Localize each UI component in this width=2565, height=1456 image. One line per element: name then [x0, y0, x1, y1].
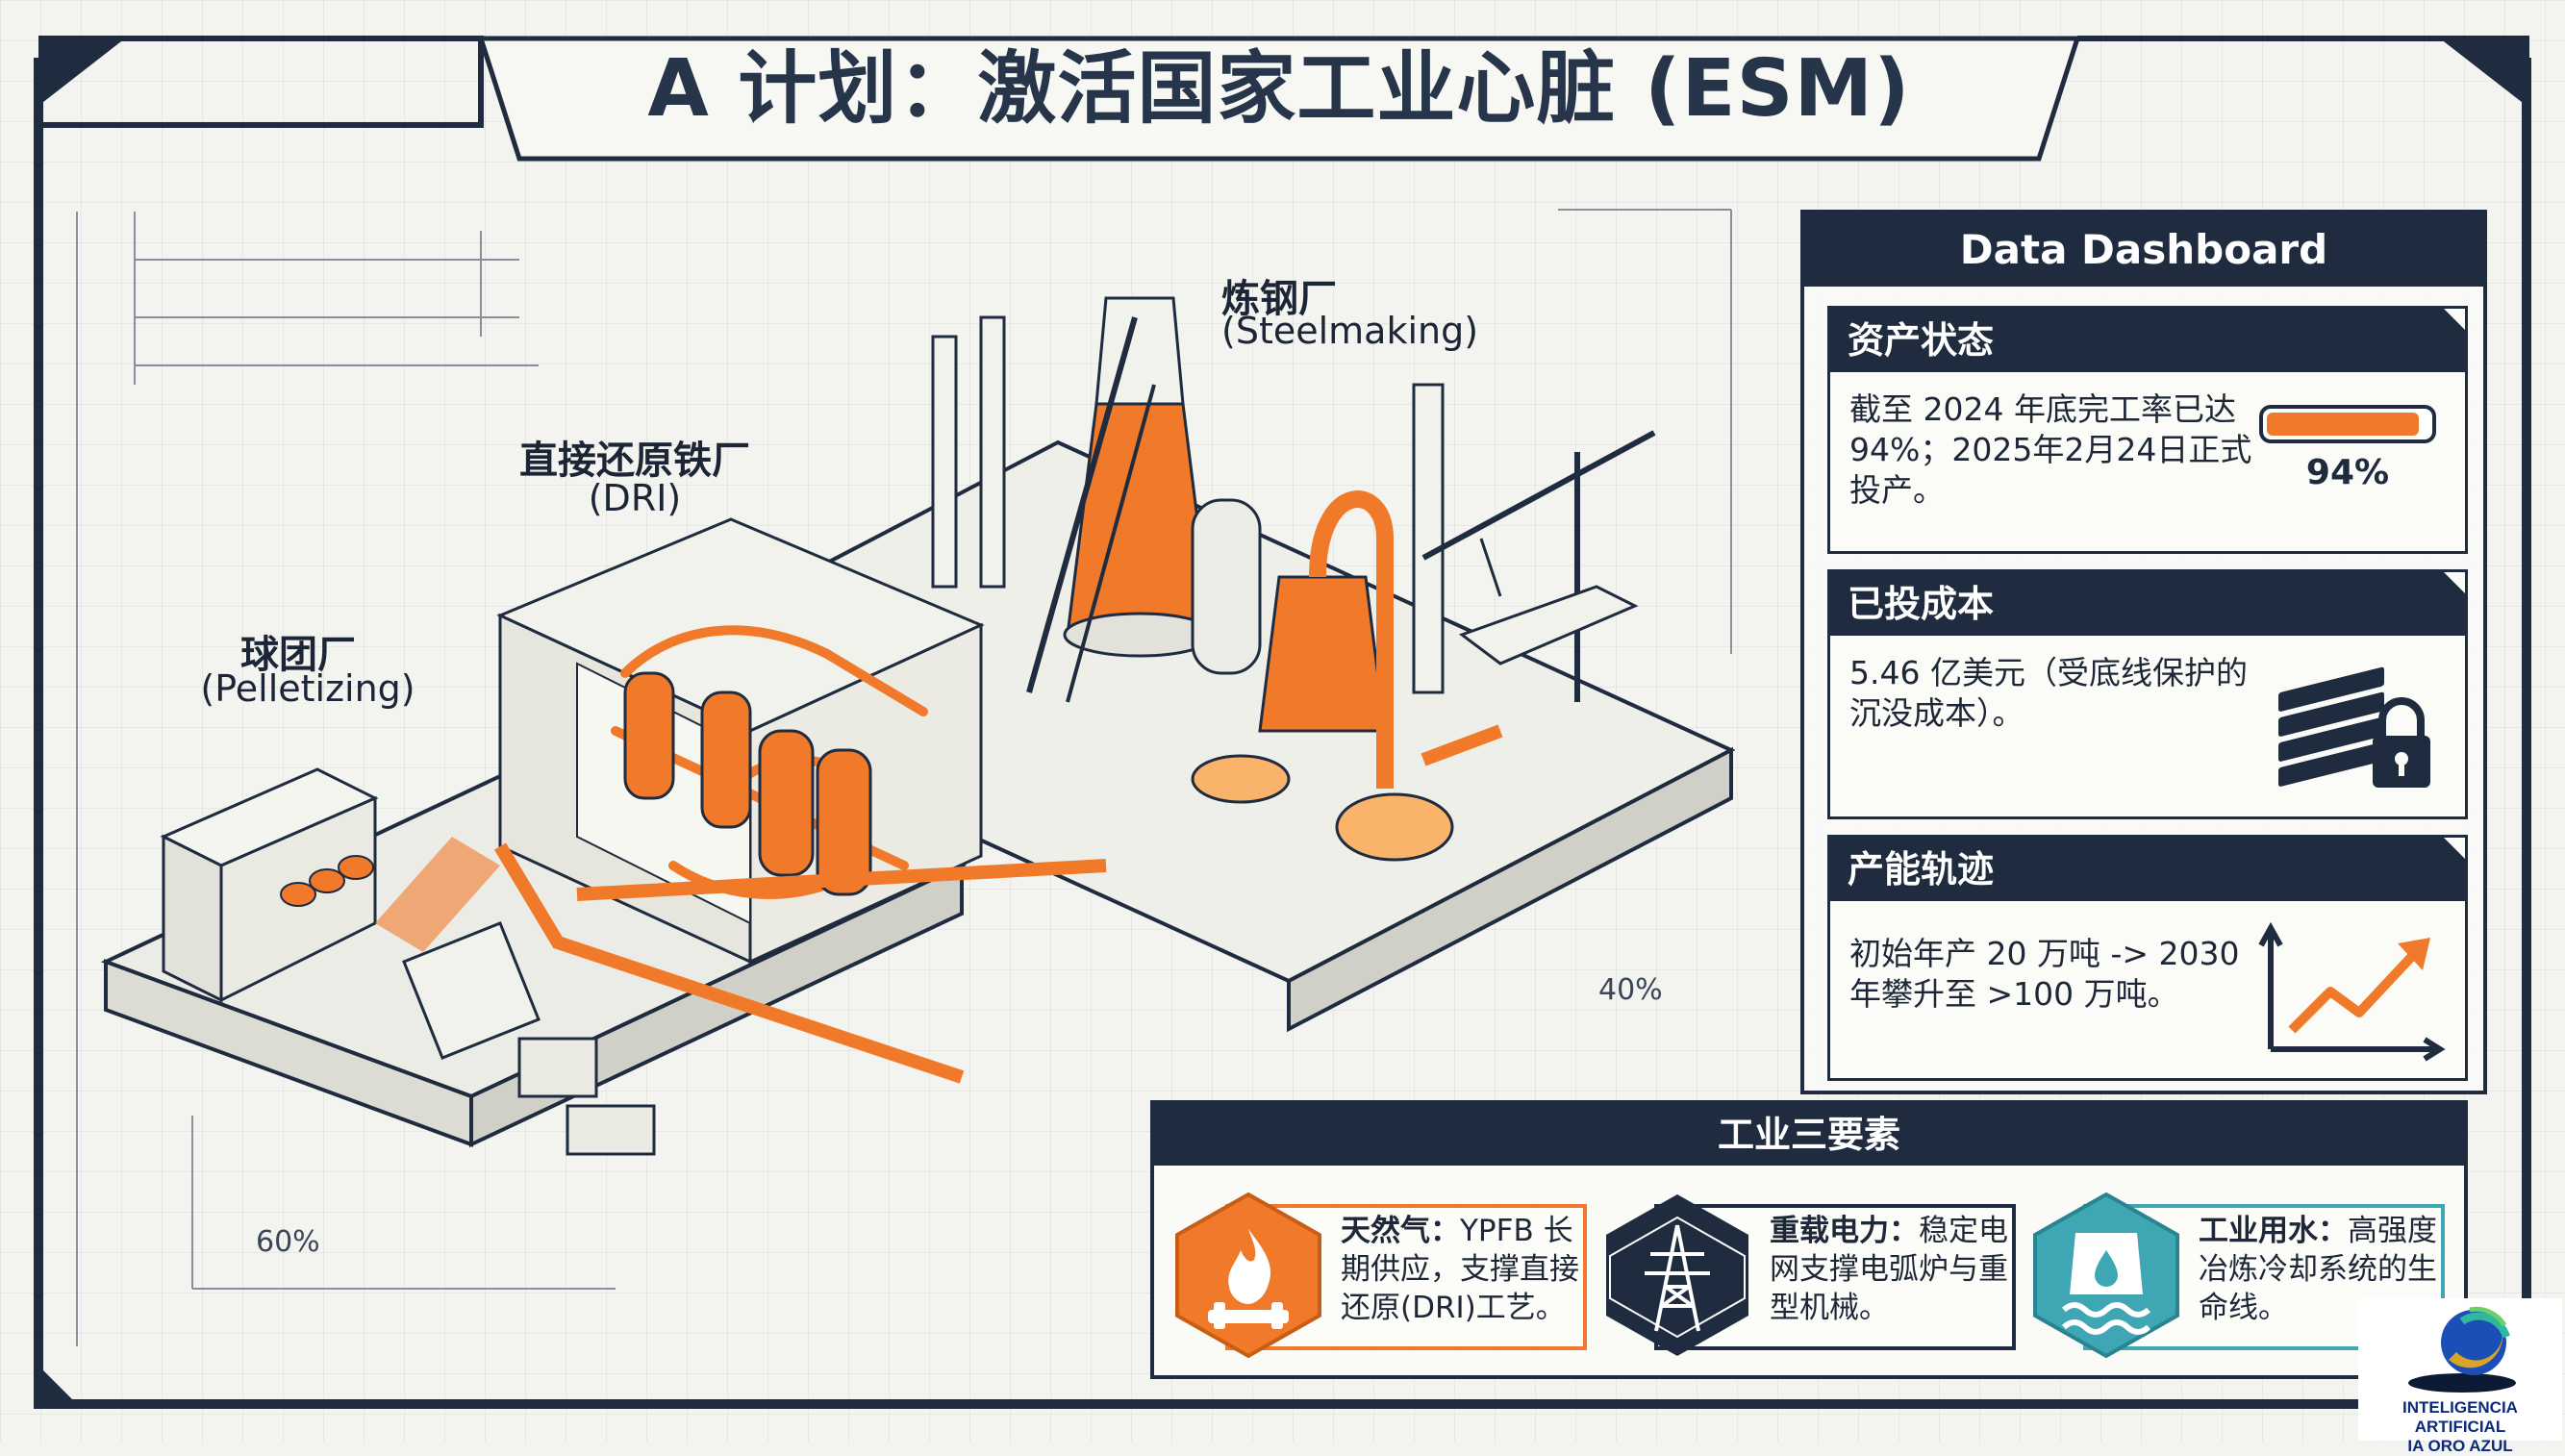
dashboard-title: Data Dashboard [1804, 213, 2483, 287]
steelmaking-plant [931, 296, 1656, 862]
capacity-trajectory-card: 产能轨迹 初始年产 20 万吨 -> 2030 年攀升至 >100 万吨。 [1827, 835, 2468, 1081]
element-natural-gas-desc: YPFB 长期供应，支撑直接还原(DRI)工艺。 [1341, 1214, 1579, 1325]
capacity-trajectory-heading: 产能轨迹 [1830, 838, 2465, 901]
pelletizing-plant [160, 767, 656, 1156]
element-heavy-power-label: 重载电力： [1770, 1214, 1919, 1248]
element-heavy-power-text: 重载电力：稳定电网支撑电弧炉与重型机械。 [1770, 1212, 2010, 1327]
label-dri-en: (DRI) [588, 477, 682, 519]
element-natural-gas-text: 天然气：YPFB 长期供应，支撑直接还原(DRI)工艺。 [1341, 1212, 1581, 1327]
element-industrial-water-desc: 高强度冶炼冷却系统的生命线。 [2199, 1214, 2437, 1325]
industrial-elements-title: 工业三要素 [1154, 1104, 2464, 1166]
asset-status-heading: 资产状态 [1830, 309, 2465, 372]
completion-progress-bar [2259, 405, 2436, 443]
power-tower-icon [1606, 1194, 1748, 1356]
element-heavy-power-desc: 稳定电网支撑电弧炉与重型机械。 [1770, 1214, 2008, 1325]
plant-illustration [100, 296, 1736, 1156]
element-heavy-power: 重载电力：稳定电网支撑电弧炉与重型机械。 [1600, 1191, 2016, 1356]
label-pelletizing-zh: 球团厂 [240, 633, 356, 677]
completion-progress-value: 94% [2305, 453, 2390, 492]
label-steelmaking-en: (Steelmaking) [1221, 310, 1479, 352]
completion-progress-fill [2267, 413, 2419, 436]
element-industrial-water-label: 工业用水： [2199, 1214, 2348, 1248]
annotation-40-percent: 40% [1598, 973, 1663, 1007]
gas-flame-icon [1175, 1192, 1321, 1359]
trend-up-icon [2258, 921, 2446, 1062]
element-industrial-water-text: 工业用水：高强度冶炼冷却系统的生命线。 [2199, 1212, 2439, 1327]
logo-line2: IA ORO AZUL [2407, 1437, 2513, 1455]
data-dashboard: Data Dashboard 资产状态 截至 2024 年底完工率已达 94%；… [1800, 210, 2487, 1094]
money-lock-icon [2278, 666, 2430, 788]
industrial-elements-panel: 工业三要素 天然气：YPFB 长期供应，支撑直接还原(DRI)工艺。 重载电力：… [1150, 1100, 2468, 1379]
invested-cost-heading: 已投成本 [1830, 572, 2465, 636]
annotation-60-percent: 60% [256, 1225, 320, 1259]
logo-emblem-icon [2408, 1306, 2516, 1393]
page-title: A 计划：激活国家工业心脏 (ESM) [647, 43, 1911, 135]
dri-plant [493, 517, 1107, 1084]
invested-cost-text: 5.46 亿美元（受底线保护的沉没成本）。 [1849, 654, 2248, 732]
water-icon [2033, 1192, 2179, 1359]
asset-status-text: 截至 2024 年底完工率已达 94%；2025年2月24日正式投产。 [1849, 390, 2252, 509]
logo-line1: INTELIGENCIA ARTIFICIAL [2402, 1398, 2518, 1436]
element-natural-gas-label: 天然气： [1341, 1214, 1460, 1248]
label-dri-zh: 直接还原铁厂 [519, 439, 750, 483]
element-natural-gas: 天然气：YPFB 长期供应，支撑直接还原(DRI)工艺。 [1171, 1191, 1587, 1359]
asset-status-card: 资产状态 截至 2024 年底完工率已达 94%；2025年2月24日正式投产。… [1827, 306, 2468, 554]
capacity-trajectory-text: 初始年产 20 万吨 -> 2030 年攀升至 >100 万吨。 [1849, 935, 2240, 1013]
invested-cost-card: 已投成本 5.46 亿美元（受底线保护的沉没成本）。 [1827, 569, 2468, 819]
label-pelletizing-en: (Pelletizing) [200, 667, 415, 710]
label-steelmaking-zh: 炼钢厂 [1221, 277, 1337, 321]
